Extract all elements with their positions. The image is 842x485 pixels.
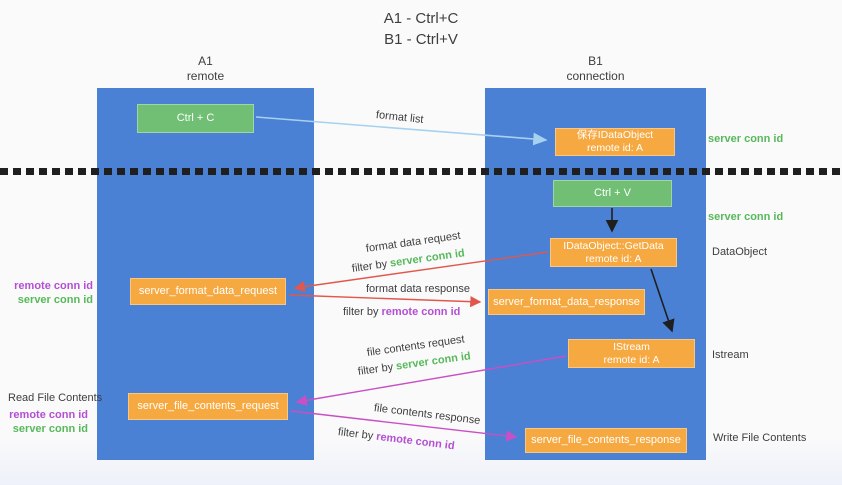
annotation-server-conn-id-mid: server conn id: [708, 211, 784, 223]
label-format-data-response-filter: filter by remote conn id: [343, 306, 460, 318]
diagram-title-line2: B1 - Ctrl+V: [384, 31, 458, 48]
label-file-contents-response: file contents response: [373, 402, 481, 427]
server-conn-id-text: server conn id: [389, 247, 466, 270]
arrow-format-data-response: [288, 294, 482, 308]
annotation-read-file-contents: Read File Contents: [8, 392, 103, 404]
node-save-idataobject-line1: 保存IDataObject: [576, 129, 654, 141]
annotation-write-file-contents: Write File Contents: [713, 432, 807, 444]
label-format-data-response: format data response: [366, 283, 470, 295]
annotation-conn-id-pair-1: remote conn id server conn id: [0, 279, 93, 307]
annotation-remote-conn-id-1: remote conn id: [14, 280, 93, 292]
node-istream: IStream remote id: A: [568, 339, 695, 368]
annotation-dataobject: DataObject: [712, 246, 768, 258]
node-server-file-contents-request-label: server_file_contents_request: [137, 400, 279, 412]
node-idataobject-getdata-line1: IDataObject::GetData: [563, 239, 664, 252]
node-idataobject-getdata-line2: remote id: A: [585, 252, 642, 265]
node-idataobject-getdata: IDataObject::GetData remote id: A: [550, 238, 677, 267]
annotation-conn-id-pair-2: remote conn id server conn id: [0, 408, 88, 436]
remote-conn-id-text: remote conn id: [375, 430, 456, 453]
lane-header-a1-name: A1: [198, 54, 213, 68]
node-ctrl-v: Ctrl + V: [553, 180, 672, 207]
annotation-remote-conn-id-2: remote conn id: [9, 409, 88, 421]
filter-by-text: filter by: [351, 257, 391, 275]
node-ctrl-c: Ctrl + C: [137, 104, 254, 133]
node-ctrl-v-label: Ctrl + V: [594, 187, 631, 199]
node-server-format-data-response: server_format_data_response: [488, 289, 645, 315]
diagram-title-line1: A1 - Ctrl+C: [383, 10, 459, 27]
label-format-list: format list: [375, 109, 425, 126]
label-file-contents-response-filter: filter by remote conn id: [337, 426, 455, 452]
annotation-server-conn-id-top: server conn id: [708, 133, 784, 145]
lane-header-b1: B1 connection: [485, 54, 706, 84]
annotation-server-conn-id-1: server conn id: [17, 294, 93, 306]
server-conn-id-text: server conn id: [395, 350, 472, 373]
filter-by-text: filter by: [337, 426, 377, 443]
lane-header-a1-role: remote: [186, 69, 225, 83]
node-save-idataobject: 保存IDataObject remote id: A: [555, 128, 675, 156]
lane-header-a1: A1 remote: [97, 54, 314, 84]
lane-header-b1-name: B1: [588, 54, 603, 68]
node-ctrl-c-label: Ctrl + C: [176, 112, 215, 124]
node-server-file-contents-request: server_file_contents_request: [128, 393, 288, 420]
node-server-format-data-response-label: server_format_data_response: [493, 295, 640, 308]
session-divider-dotted-line: [0, 168, 842, 175]
node-save-idataobject-line2: remote id: A: [586, 142, 644, 154]
filter-by-text: filter by: [343, 306, 382, 318]
annotation-server-conn-id-2: server conn id: [12, 423, 88, 435]
annotation-istream: Istream: [712, 349, 749, 361]
node-server-format-data-request-label: server_format_data_request: [138, 285, 278, 297]
node-server-file-contents-response-label: server_file_contents_response: [531, 434, 681, 446]
diagram-title: A1 - Ctrl+C B1 - Ctrl+V: [0, 8, 842, 50]
remote-conn-id-text: remote conn id: [381, 306, 461, 318]
node-server-format-data-request: server_format_data_request: [130, 278, 286, 305]
filter-by-text: filter by: [357, 360, 397, 378]
node-server-file-contents-response: server_file_contents_response: [525, 428, 687, 453]
lane-header-b1-role: connection: [566, 69, 625, 83]
node-istream-line1: IStream: [613, 340, 650, 353]
node-istream-line2: remote id: A: [603, 353, 660, 366]
